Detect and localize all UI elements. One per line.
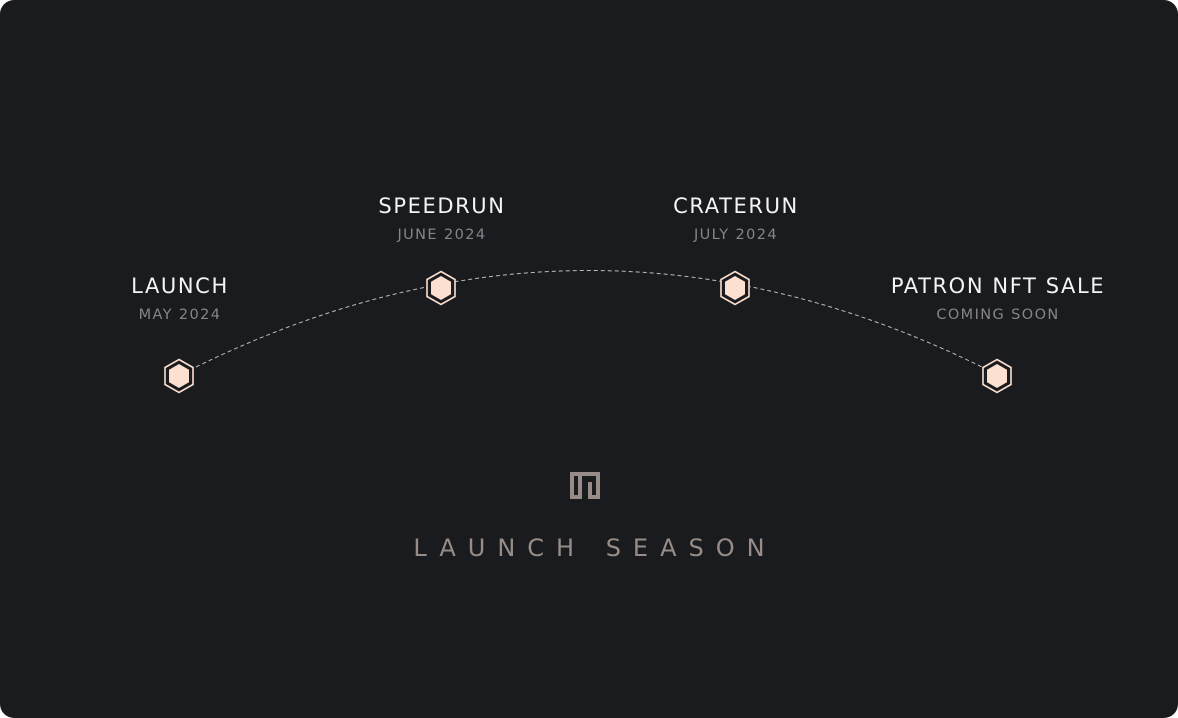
milestone-date: COMING SOON: [936, 307, 1060, 323]
milestone-craterun-hexagon-icon[interactable]: [718, 270, 752, 306]
milestone-date: MAY 2024: [138, 307, 222, 323]
milestone-title: CRATERUN: [673, 194, 799, 218]
maze-glyph-icon: [570, 472, 600, 499]
milestone-date: JUNE 2024: [397, 227, 487, 243]
milestone-speedrun-hexagon-icon[interactable]: [424, 270, 458, 306]
milestone-patron-nft-sale-label: PATRON NFT SALE COMING SOON: [868, 273, 1128, 324]
milestone-title: SPEEDRUN: [378, 194, 506, 218]
milestone-speedrun-label: SPEEDRUN JUNE 2024: [312, 193, 572, 244]
milestone-title: LAUNCH: [131, 274, 229, 298]
milestone-title: PATRON NFT SALE: [890, 274, 1106, 298]
milestone-launch-label: LAUNCH MAY 2024: [50, 273, 310, 324]
milestone-patron-nft-sale-hexagon-icon[interactable]: [980, 358, 1014, 394]
milestone-craterun-label: CRATERUN JULY 2024: [606, 193, 866, 244]
milestone-date: JULY 2024: [693, 227, 778, 243]
launch-season-heading: LAUNCH SEASON: [413, 534, 777, 562]
milestone-launch-hexagon-icon[interactable]: [162, 358, 196, 394]
